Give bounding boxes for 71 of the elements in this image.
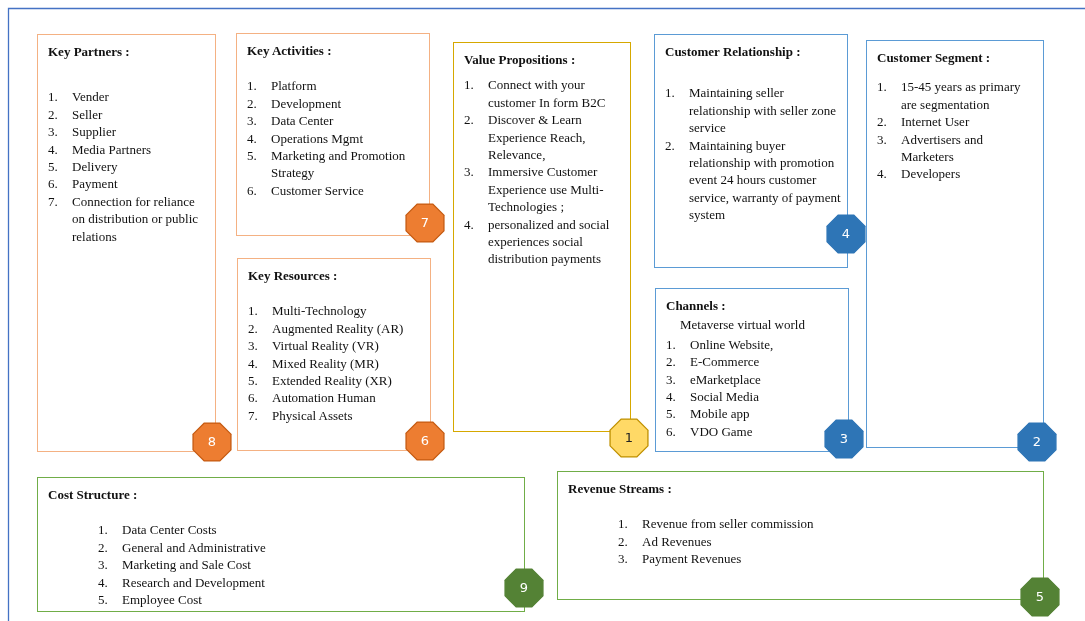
list-item: 4. Operations Mgmt xyxy=(247,129,365,148)
list-item: 3. Marketing and Sale Cost xyxy=(98,556,252,574)
list-item: 4. Mixed Reality (MR) xyxy=(248,354,380,373)
list-item: 1. Online Website, xyxy=(666,335,775,354)
list-item: 4. Developers xyxy=(877,165,962,183)
list-item: 6. VDO Game xyxy=(666,422,754,441)
section-heading: Channels : xyxy=(666,297,726,315)
list-item: 2. Discover & Learn Experience Reach, Relevance, xyxy=(464,111,587,164)
section-heading: Key Activities : xyxy=(247,42,332,60)
list-item: 3. Supplier xyxy=(48,123,118,141)
list-item: 5. Extended Reality (XR) xyxy=(248,372,393,390)
list-item: 6. Payment xyxy=(48,175,119,193)
number-badge: 6 xyxy=(405,421,445,461)
section-heading: Cost Structure : xyxy=(48,486,138,504)
number-badge: 2 xyxy=(1017,422,1057,462)
list-item: 4. Media Partners xyxy=(48,140,153,159)
canvas-block xyxy=(654,34,848,268)
list-item: 4. Research and Development xyxy=(98,573,266,592)
number-badge: 9 xyxy=(504,568,544,608)
section-heading: Revenue Streams : xyxy=(568,480,672,498)
list-item: 4. Social Media xyxy=(666,388,760,406)
list-item: 1. 15-45 years as primary are segmentation xyxy=(877,78,1022,114)
list-item: 4. personalized and social experiences social distribution payments xyxy=(464,215,611,268)
canvas-block xyxy=(37,34,216,452)
number-badge: 1 xyxy=(609,418,649,458)
list-item: 5. Delivery xyxy=(48,158,119,176)
list-item: 1. Platform xyxy=(247,77,318,95)
section-heading: Key Partners : xyxy=(48,43,130,61)
list-item: 2. Development xyxy=(247,94,343,113)
list-item: 2. E-Commerce xyxy=(666,353,761,371)
list-item: 1. Data Center Costs xyxy=(98,521,218,539)
section-heading: Key Resources : xyxy=(248,267,338,285)
list-item: 2. Ad Revenues xyxy=(618,532,713,551)
list-item: 2. Seller xyxy=(48,105,104,124)
section-heading: Customer Relationship : xyxy=(665,43,801,61)
canvas-block xyxy=(453,42,631,432)
section-subtitle: Metaverse virtual world xyxy=(680,316,805,334)
list-item: 1. Multi-Technology xyxy=(248,302,368,320)
list-item: 5. Mobile app xyxy=(666,405,751,423)
canvas-block xyxy=(557,471,1044,600)
canvas-block xyxy=(37,477,525,612)
list-item: 1. Vender xyxy=(48,88,110,106)
canvas-block xyxy=(655,288,849,452)
list-item: 6. Customer Service xyxy=(247,181,365,200)
canvas-block xyxy=(237,258,431,451)
list-item: 7. Physical Assets xyxy=(248,406,354,425)
list-item: 1. Maintaining seller relationship with seller zone service xyxy=(665,84,837,137)
number-badge: 4 xyxy=(826,214,866,254)
list-item: 3. Virtual Reality (VR) xyxy=(248,337,380,355)
section-heading: Value Propositions : xyxy=(464,51,576,69)
list-item: 7. Connection for reliance on distribution or public relations xyxy=(48,192,200,246)
list-item: 3. Data Center xyxy=(247,112,335,130)
list-item: 5. Employee Cost xyxy=(98,591,203,609)
list-item: 6. Automation Human xyxy=(248,389,377,407)
number-badge: 7 xyxy=(405,203,445,243)
number-badge: 3 xyxy=(824,419,864,459)
canvas-block xyxy=(866,40,1044,448)
list-item: 2. General and Administrative xyxy=(98,538,267,557)
number-badge: 8 xyxy=(192,422,232,462)
list-item: 3. Immersive Customer Experience use Multi-Technologies ; xyxy=(464,163,605,216)
list-item: 3. Payment Revenues xyxy=(618,550,743,568)
number-badge: 5 xyxy=(1020,577,1060,617)
list-item: 1. Connect with your customer In form B2C xyxy=(464,76,607,112)
list-item: 2. Augmented Reality (AR) xyxy=(248,319,405,338)
list-item: 3. Advertisers and Marketers xyxy=(877,130,984,166)
list-item: 2. Internet User xyxy=(877,113,971,131)
list-item: 1. Revenue from seller commission xyxy=(618,515,815,533)
list-item: 3. eMarketplace xyxy=(666,370,762,389)
section-heading: Customer Segment : xyxy=(877,49,991,67)
list-item: 5. Marketing and Promotion Strategy xyxy=(247,147,407,182)
canvas-block xyxy=(236,33,430,236)
